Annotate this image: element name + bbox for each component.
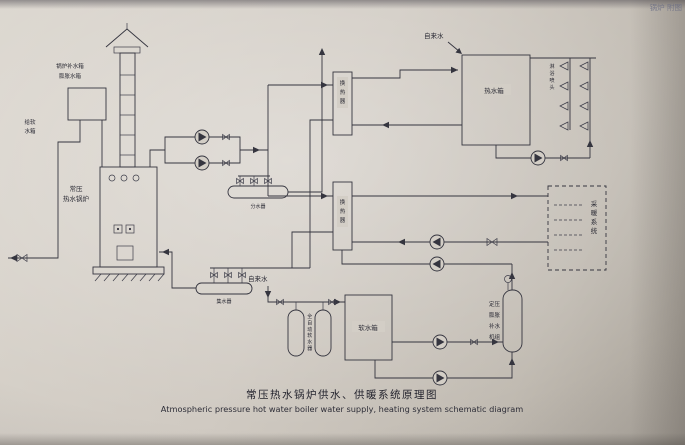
flow-arrow [398,238,405,246]
feed-tank-label-line1: 锅炉补水箱 [56,62,84,70]
flow-arrow [508,358,516,365]
tap-water-top-label: 自来水 [424,31,444,40]
chimney [105,23,149,168]
heating-pump-icon [429,234,445,250]
heating-system-label: 采暖系统 [591,199,598,235]
flow-arrow [511,192,518,200]
makeup-standby-pump-icon [432,370,448,386]
flow-arrow [451,66,458,74]
caption-chinese: 常压热水锅炉供水、供暖系统原理图 [246,388,438,401]
makeup-label-line4: 机组 [489,333,501,341]
hot-water-tank-label: 热水箱 [484,86,504,95]
makeup-label-line1: 定压 [489,300,501,308]
flow-arrow [10,254,17,262]
ground-hatch [94,273,165,282]
boiler-door [116,245,134,261]
to-soft-tank-label-line2: 水箱 [24,127,36,135]
flow-arrow [321,192,328,200]
water-collector: 集水器 [195,282,253,305]
hx2-label: 换热器 [340,198,346,224]
primary-supply-piping [149,81,333,289]
flow-arrow [382,121,389,129]
makeup-unit: 定压 膨胀 补水 机组 [374,275,523,386]
boiler: 常压 热水锅炉 [63,166,165,282]
makeup-label-line2: 膨胀 [489,311,501,319]
tap-water-bottom-label: 自来水 [248,274,268,283]
heat-exchanger-1: 换热器 [332,71,353,136]
softener-tank-b [314,309,332,357]
heating-system-box [547,185,607,271]
to-soft-tank-label-line1: 给软 [24,118,36,126]
softener-label: 全自动软水器 [307,313,312,352]
flow-arrow [508,272,516,279]
feed-tank-label-line2: 膨胀水箱 [59,72,82,80]
flow-arrow [162,248,169,256]
flow-arrow [264,291,272,298]
distributor-label: 分水器 [250,203,265,210]
feed-expansion-tank: 锅炉补水箱 膨胀水箱 给软 水箱 [8,62,107,262]
flow-arrow [455,47,462,54]
heating-circuit: 采暖系统 [341,185,607,290]
heat-exchanger-2: 换热器 [332,181,353,251]
pressure-gauge-icon [504,275,512,283]
showers-label: 淋浴喷头 [549,63,554,91]
caption-english: Atmospheric pressure hot water boiler wa… [161,404,523,414]
shower-branch: 淋浴喷头 [495,57,596,166]
shower-head-icons [559,61,589,131]
makeup-feed-pump-icon [432,334,448,350]
boiler-label-line2: 热水锅炉 [63,194,90,203]
hx1-label: 换热器 [340,79,346,105]
boiler-label-line1: 常压 [70,184,84,193]
makeup-circulation-pump-icon [429,256,445,272]
flow-arrow [253,146,260,154]
boiler-standby-pump-icon [194,155,210,171]
collector-label: 集水器 [216,298,231,305]
shower-pump-icon [530,150,546,166]
flow-arrow [586,140,594,147]
corner-note: 锅炉 附图 [650,2,682,12]
makeup-label-line3: 补水 [489,322,501,330]
boiler-pump-icon [194,129,210,145]
hx1-tank-piping [352,66,462,129]
hot-water-tank: 热水箱 [461,54,531,146]
soft-water-tank: 软水箱 [344,294,393,361]
flow-arrow [318,48,326,55]
water-treatment: 自来水 全自动软水器 [248,274,345,357]
tap-water-top: 自来水 [424,31,462,54]
boiler-gauge-panel [113,224,135,234]
radiator-lines [554,204,582,251]
water-distributor: 分水器 [227,48,326,210]
soft-water-tank-label: 软水箱 [358,323,378,332]
softener-tank-a [287,309,305,357]
